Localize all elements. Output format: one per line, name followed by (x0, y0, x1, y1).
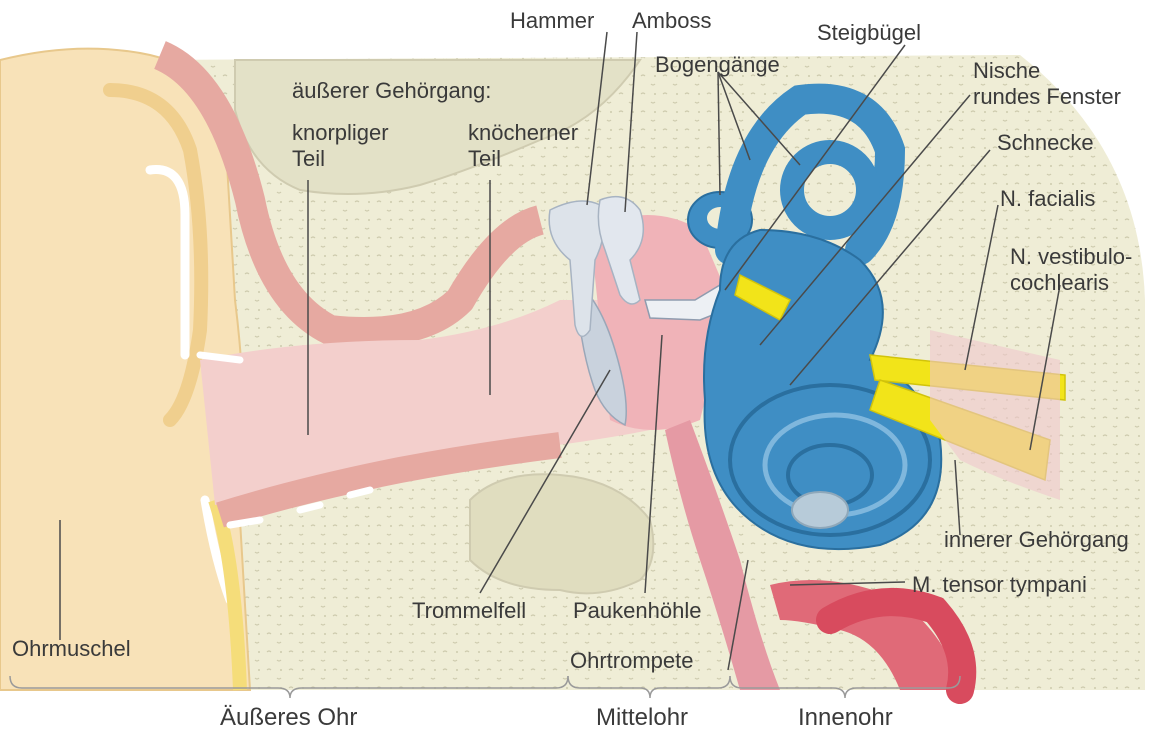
label-schnecke: Schnecke (997, 130, 1094, 156)
label-ohrtrompete: Ohrtrompete (570, 648, 694, 674)
label-amboss: Amboss (632, 8, 711, 34)
label-bogengaenge: Bogengänge (655, 52, 780, 78)
label-ohrmuschel: Ohrmuschel (12, 636, 131, 662)
label-aeusserer-gehoergang: äußerer Gehörgang: (292, 78, 491, 104)
label-n-facialis: N. facialis (1000, 186, 1095, 212)
label-steigbuegel: Steigbügel (817, 20, 921, 46)
label-m-tensor-tympani: M. tensor tympani (912, 572, 1087, 598)
label-knorpliger-teil: knorpliger Teil (292, 120, 389, 172)
label-n-vestibulocochlearis: N. vestibulo- cochlearis (1010, 244, 1132, 296)
label-paukenhoehle: Paukenhöhle (573, 598, 701, 624)
label-innerer-gehoergang: innerer Gehörgang (944, 527, 1129, 553)
section-mittelohr: Mittelohr (596, 704, 688, 732)
label-nische-rundes-fenster: Nische rundes Fenster (973, 58, 1121, 110)
label-knoecherner-teil: knöcherner Teil (468, 120, 578, 172)
section-aeusseres-ohr: Äußeres Ohr (220, 704, 357, 732)
label-hammer: Hammer (510, 8, 594, 34)
section-innenohr: Innenohr (798, 704, 893, 732)
label-trommelfell: Trommelfell (412, 598, 526, 624)
